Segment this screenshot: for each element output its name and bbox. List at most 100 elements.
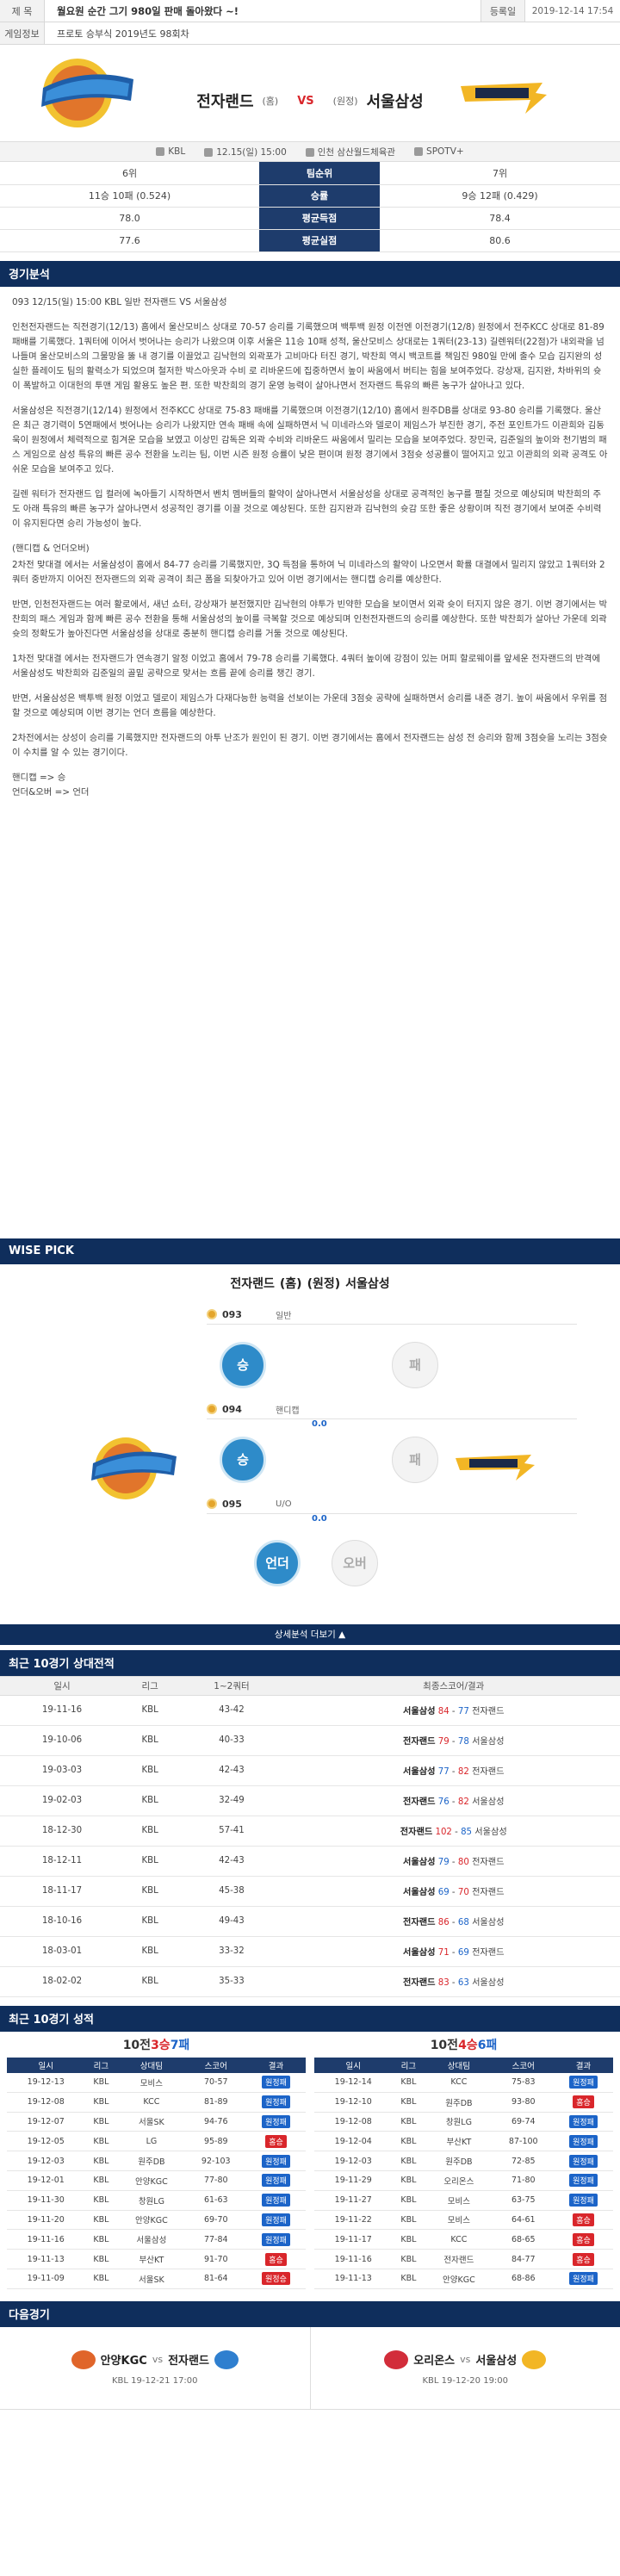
h2h-date: 18-10-16: [0, 1906, 125, 1937]
analysis-paragraph: 길렌 워터가 전자랜드 입 컬러에 녹아들기 시작하면서 벤치 멤버들의 활약이…: [12, 488, 602, 529]
analysis-body: 093 12/15(일) 15:00 KBL 일반 전자랜드 VS 서울삼성 인…: [0, 287, 620, 1238]
h2h-league: KBL: [124, 1966, 177, 1997]
pick-094-lose[interactable]: 패: [392, 1436, 438, 1483]
result-badge: 원정패: [262, 2095, 290, 2109]
more-analysis-button[interactable]: 상세분석 더보기 ▲: [0, 1623, 620, 1645]
pick-093-lose[interactable]: 패: [392, 1341, 438, 1388]
analysis-paragraph: 서울삼성은 직전경기(12/14) 원정에서 전주KCC 상대로 75-83 패…: [12, 405, 608, 475]
pick-094-win[interactable]: 승: [220, 1436, 266, 1483]
h2h-date: 18-12-11: [0, 1846, 125, 1877]
kgc-logo: [71, 2349, 96, 2369]
h2h-half: 57-41: [176, 1816, 288, 1847]
h2h-date: 18-02-02: [0, 1966, 125, 1997]
pick-row-094: 094 핸디캡: [207, 1400, 577, 1419]
away-tag: (원정): [332, 96, 358, 107]
h2h-half: 40-33: [176, 1725, 288, 1756]
pick-row-095: 095 U/O: [207, 1495, 577, 1514]
coin-icon: [207, 1404, 217, 1414]
h2h-final: 전자랜드 86 - 68 서울삼성: [287, 1906, 620, 1937]
h2h-half: 43-42: [176, 1695, 288, 1726]
pick-095-over[interactable]: 오버: [332, 1539, 378, 1586]
analysis-paragraph: 2차전에서는 상성이 승리를 기록했지만 전자랜드의 아투 난조가 원인이 된 …: [12, 732, 608, 758]
next-games: 안양KGC vs 전자랜드 KBL 19-12-21 17:00 오리온스 vs…: [0, 2326, 620, 2410]
col-league: 리그: [124, 1675, 177, 1696]
matchup-teams: 전자랜드 (홈) VS (원정) 서울삼성: [0, 90, 620, 112]
h2h-league: KBL: [124, 1936, 177, 1967]
info-row: 게임정보 프로토 승부식 2019년도 98회차: [0, 22, 620, 45]
next-game-away[interactable]: 오리온스 vs 서울삼성 KBL 19-12-20 19:00: [309, 2326, 620, 2409]
h2h-section-title: 최근 10경기 상대전적: [0, 1649, 620, 1676]
h2h-league: KBL: [124, 1695, 177, 1726]
h2h-half: 35-33: [176, 1966, 288, 1997]
h2h-league: KBL: [124, 1816, 177, 1847]
league-info: KBL: [156, 146, 185, 157]
h2h-half: 32-49: [176, 1785, 288, 1816]
wise-pick-section-title: WISE PICK: [0, 1238, 620, 1264]
h2h-half: 33-32: [176, 1936, 288, 1967]
elephants-logo: [41, 59, 133, 127]
info-label: 게임정보: [0, 22, 45, 44]
analysis-paragraph: 반면, 서울삼성은 백투백 원정 이었고 델로이 제임스가 다재다능한 능력을 …: [12, 692, 608, 718]
stadium-icon: [305, 147, 314, 157]
result-badge: 홈승: [573, 2213, 594, 2226]
h2h-final: 서울삼성 71 - 69 전자랜드: [287, 1936, 620, 1967]
next-section-title: 다음경기: [0, 2300, 620, 2327]
result-badge: 원정패: [262, 2232, 290, 2246]
result-badge: 원정패: [569, 2076, 598, 2089]
coin-icon: [207, 1499, 217, 1509]
pick-095-under[interactable]: 언더: [254, 1539, 301, 1586]
pick-093-win[interactable]: 승: [220, 1341, 266, 1388]
orions-logo: [384, 2349, 409, 2369]
thunders-logo: [461, 83, 547, 114]
col-half: 1~2쿼터: [176, 1675, 288, 1696]
result-badge: 홈승: [265, 2134, 287, 2148]
analysis-section-title: 경기분석: [0, 260, 620, 287]
post-title: 월요원 순간 그기 980일 판매 돌아왔다 ~!: [57, 4, 239, 17]
result-badge: 원정패: [569, 2134, 598, 2148]
datetime-info: 12.15(일) 15:00: [204, 146, 287, 158]
analysis-paragraph: 인천전자랜드는 직전경기(12/13) 홈에서 울산모비스 상대로 70-57 …: [12, 321, 604, 391]
elephants-logo: [91, 1437, 177, 1499]
h2h-date: 19-03-03: [0, 1755, 125, 1786]
result-badge: 원정패: [262, 2213, 290, 2226]
trophy-icon: [156, 147, 165, 156]
result-badge: 원정패: [569, 2174, 598, 2188]
result-badge: 원정패: [262, 2154, 290, 2168]
result-badge: 홈승: [573, 2232, 594, 2246]
h2h-half: 45-38: [176, 1876, 288, 1907]
match-info-bar: KBL 12.15(일) 15:00 인천 삼산월드체육관 SPOTV+: [0, 141, 620, 162]
ou-value: 0.0: [312, 1513, 327, 1524]
result-badge: 홈승: [265, 2252, 287, 2266]
vs-label: VS: [297, 94, 314, 108]
result-badge: 원정패: [262, 2076, 290, 2089]
next-game-home[interactable]: 안양KGC vs 전자랜드 KBL 19-12-21 17:00: [0, 2327, 310, 2409]
result-badge: 원정패: [569, 2154, 598, 2168]
analysis-paragraph: 반면, 인천전자랜드는 여러 활로에서, 새넌 쇼터, 강상재가 분전했지만 김…: [12, 599, 608, 639]
h2h-date: 19-02-03: [0, 1785, 125, 1816]
away-form-summary: 10전 4승 6패: [430, 2038, 498, 2052]
